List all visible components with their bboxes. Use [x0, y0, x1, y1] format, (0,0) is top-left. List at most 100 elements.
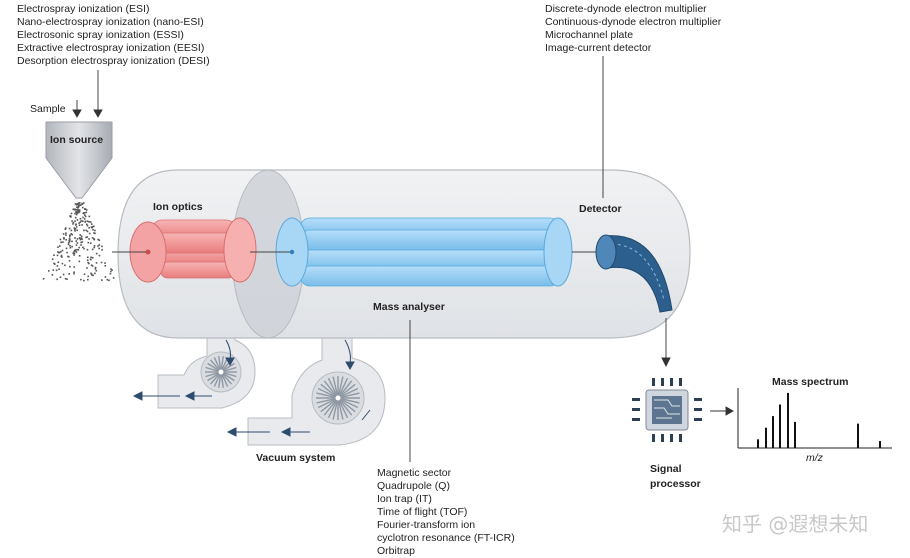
spray-dot: [70, 212, 73, 215]
spray-dot: [73, 272, 75, 275]
spray-dot: [80, 241, 82, 244]
chip-pin: [652, 378, 655, 386]
watermark: 知乎 @遐想未知: [722, 512, 869, 536]
spray-dot: [60, 254, 63, 257]
chip-pin: [694, 398, 702, 401]
spray-dot: [93, 238, 95, 241]
spray-dot: [87, 256, 89, 259]
spray-dot: [108, 279, 110, 282]
spray-dot: [98, 247, 100, 250]
chip-pin: [632, 408, 640, 411]
spray-dot: [57, 261, 60, 263]
spray-dot: [73, 271, 75, 273]
fan-blade: [316, 392, 336, 399]
spray-dot: [86, 220, 89, 222]
spray-dot: [73, 252, 76, 255]
spray-dot: [81, 203, 84, 205]
spray-dot: [84, 215, 87, 218]
spray-dot: [78, 255, 81, 257]
spray-dot: [82, 216, 84, 219]
fan-blade: [221, 374, 229, 387]
spray-dot: [64, 264, 66, 267]
spray-dot: [71, 220, 73, 222]
spray-dot: [73, 227, 76, 229]
spray-dot: [70, 229, 73, 232]
fan-blade: [339, 399, 356, 413]
spray-dot: [82, 212, 85, 215]
fan-blade: [209, 373, 220, 385]
spray-dot: [89, 221, 92, 223]
spray-dot: [76, 212, 78, 214]
spray-dot: [85, 211, 88, 214]
spray-dot: [81, 241, 84, 243]
chip-pin: [632, 418, 640, 421]
spray-dot: [73, 249, 76, 252]
spray-dot: [93, 232, 95, 234]
fan-blade: [207, 373, 219, 382]
fan-blade: [320, 399, 337, 413]
spray-dot: [92, 256, 94, 259]
spray-dot: [71, 233, 73, 236]
spray-dot: [112, 277, 115, 279]
spray-dot: [66, 251, 68, 254]
spray-dot: [57, 246, 59, 248]
spray-dot: [75, 251, 78, 253]
spray-dot: [72, 221, 75, 224]
spray-dot: [68, 227, 71, 230]
analyser-type: Orbitrap: [377, 545, 415, 557]
fan-blade: [209, 359, 220, 371]
spray-dot: [79, 204, 82, 206]
fan-blade: [317, 387, 336, 398]
spray-dot: [101, 245, 103, 248]
spray-dot: [86, 224, 89, 227]
spray-dot: [74, 228, 76, 231]
spray-dot: [58, 251, 61, 254]
spray-dot: [91, 248, 94, 251]
spray-dot: [111, 269, 113, 271]
fan-blade: [220, 356, 224, 370]
analyser-type: Magnetic sector: [377, 467, 452, 479]
spray-dot: [93, 225, 95, 228]
spray-dot: [78, 237, 81, 239]
spray-dot: [94, 272, 96, 275]
spray-dot: [51, 274, 54, 276]
spray-dot: [88, 221, 90, 223]
fan-blade: [316, 397, 336, 404]
spray-dot: [76, 206, 78, 209]
spray-dot: [84, 208, 86, 210]
spray-dot: [98, 254, 101, 257]
spray-dot: [109, 272, 112, 275]
mass-spectrum-label: Mass spectrum: [772, 376, 849, 388]
fan-blade: [205, 366, 219, 372]
spray-dot: [51, 258, 54, 260]
spray-dot: [62, 233, 65, 235]
spray-dot: [85, 236, 87, 239]
spray-dot: [80, 235, 83, 238]
spray-dot: [55, 269, 58, 272]
spray-dot: [73, 250, 75, 253]
signal-processor-label: Signal processor: [650, 463, 701, 490]
spray-dot: [69, 244, 71, 247]
spray-dot: [88, 232, 91, 235]
fan-blade: [223, 362, 235, 371]
spray-dot: [69, 239, 71, 241]
spray-dot: [95, 252, 98, 255]
spray-dot: [71, 245, 73, 248]
chip-pin: [661, 378, 664, 386]
fan-blade: [327, 377, 338, 396]
spray-dot: [89, 242, 92, 244]
vacuum-pump-small: [157, 335, 256, 409]
spray-dot: [85, 229, 87, 232]
spray-dot: [48, 270, 50, 272]
spray-dot: [86, 236, 89, 238]
spray-dot: [86, 230, 89, 233]
spray-dot: [90, 256, 92, 259]
spray-dot: [64, 228, 67, 230]
mz-axis-label: m/z: [806, 452, 823, 464]
spray-dot: [83, 229, 85, 232]
spray-dot: [68, 273, 70, 275]
spray-dot: [74, 211, 77, 213]
spray-dot: [76, 219, 79, 221]
spray-dot: [78, 210, 80, 212]
spray-dot: [92, 229, 94, 231]
